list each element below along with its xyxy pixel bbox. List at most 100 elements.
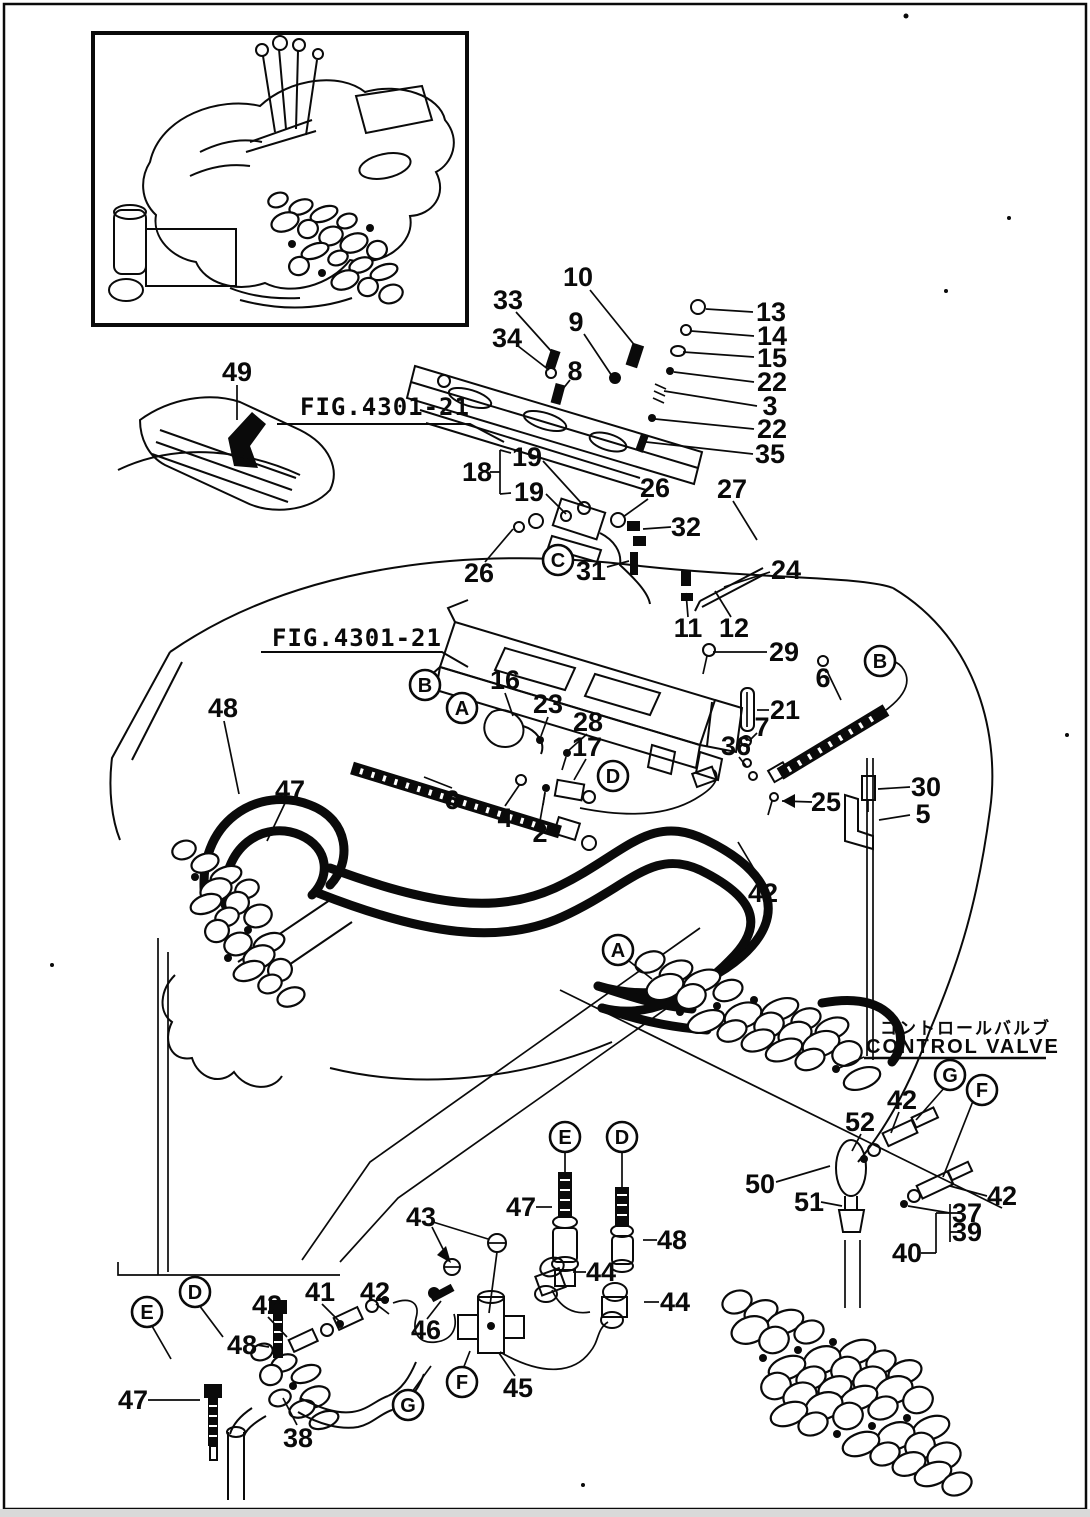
letter-callout-label: G: [400, 1395, 416, 1417]
mid-bolt-assemblies: [499, 1152, 634, 1371]
letter-callout: B: [863, 644, 897, 678]
part-number-label: 10: [563, 262, 593, 292]
figure-reference-2: FIG.4301-21: [261, 624, 469, 668]
part-number-label: 28: [573, 707, 603, 737]
arrow-49: [117, 385, 335, 511]
letter-callout: D: [596, 759, 630, 793]
inset-lever-cluster: [267, 191, 404, 305]
part-number-label: 18: [462, 457, 492, 487]
lever-cable-assembly-right: [681, 567, 908, 784]
part-number-label: 40: [892, 1238, 922, 1268]
letter-callout: G: [391, 1388, 425, 1422]
part-number-label: 44: [586, 1257, 616, 1287]
part-number-label: 42: [360, 1277, 390, 1307]
letter-callout: D: [605, 1120, 639, 1154]
part-number-label: 13: [756, 297, 786, 327]
part-number-label: 25: [811, 787, 841, 817]
part-number-label: 38: [283, 1423, 313, 1453]
part-number-label: 21: [770, 695, 800, 725]
letter-callout-label: G: [942, 1065, 958, 1087]
part-number-label: 30: [911, 772, 941, 802]
part-number-label: 6: [444, 785, 459, 815]
pilot-fittings-right: [835, 1106, 974, 1308]
part-number-label: 22: [757, 367, 787, 397]
letter-callout: F: [445, 1365, 479, 1399]
part-number-label: 3: [762, 391, 777, 421]
letter-callout-label: F: [456, 1372, 468, 1394]
letter-callout-label: E: [140, 1302, 153, 1324]
part-number-label: 48: [227, 1330, 257, 1360]
part-number-label: 41: [305, 1277, 335, 1307]
part-number-label: 49: [222, 357, 252, 387]
part-number-label: 52: [845, 1107, 875, 1137]
part-number-label: 19: [514, 477, 544, 507]
part-number-label: 31: [576, 556, 606, 586]
part-number-label: 26: [464, 558, 494, 588]
part-number-label: 14: [757, 321, 787, 351]
part-number-label: 8: [567, 356, 582, 386]
part-number-label: 37: [952, 1198, 982, 1228]
part-number-label: 42: [987, 1181, 1017, 1211]
part-number-label: 5: [915, 799, 930, 829]
figure-ref-label: FIG.4301-21: [300, 393, 470, 421]
part-number-label: 32: [671, 512, 701, 542]
deck-outline: [109, 557, 1003, 1276]
letter-callout-label: B: [418, 675, 432, 697]
part-number-label: 19: [512, 442, 542, 472]
part-number-label: 22: [757, 414, 787, 444]
hose-connector-block: [171, 839, 306, 1008]
letter-callout: E: [130, 1295, 164, 1329]
part-number-label: 2: [532, 818, 547, 848]
part-number-label: 42: [748, 878, 778, 908]
tee-fitting-group: [428, 1233, 525, 1354]
part-number-label: 47: [275, 775, 305, 805]
lever-cable-assembly-left: [350, 708, 719, 851]
part-number-label: 50: [745, 1169, 775, 1199]
part-number-label: 26: [640, 473, 670, 503]
part-number-label: 12: [719, 613, 749, 643]
bottom-left-assembly: [204, 1296, 456, 1500]
part-number-label: 33: [493, 285, 523, 315]
part-number-label: 36: [721, 731, 751, 761]
part-number-label: 23: [533, 689, 563, 719]
scan-dots: [50, 13, 1069, 1487]
letter-callout-label: D: [606, 766, 620, 788]
part-number-label: 16: [490, 665, 520, 695]
control-valve-top: [634, 950, 882, 1092]
leader-lines: [148, 289, 988, 1426]
part-number-label: 35: [755, 439, 785, 469]
part-number-label: 46: [411, 1315, 441, 1345]
part-number-label: 27: [717, 474, 747, 504]
part-number-label: 24: [771, 555, 801, 585]
part-number-label: 6: [815, 663, 830, 693]
letter-callout: E: [548, 1120, 582, 1154]
letter-callout: F: [965, 1073, 999, 1107]
part-number-label: 51: [794, 1187, 824, 1217]
letter-callout-label: C: [551, 550, 565, 572]
leader-arrowheads: [437, 794, 795, 1263]
part-number-label: 47: [506, 1192, 536, 1222]
letter-callout: D: [178, 1275, 212, 1309]
part-number-label: 11: [674, 613, 703, 643]
letter-callout: G: [933, 1058, 967, 1092]
control-valve-block: [721, 1289, 973, 1497]
letter-callout: B: [408, 668, 442, 702]
part-number-label: 15: [757, 343, 787, 373]
letter-callout: A: [445, 691, 479, 725]
caption-japanese: コントロールバルブ: [880, 1018, 1051, 1039]
part-number-label: 47: [118, 1385, 148, 1415]
figure-reference-1: FIG.4301-21: [277, 393, 505, 443]
control-valve-caption: コントロールバルブ CONTROL VALVE: [864, 1018, 1058, 1060]
part-number-label: 45: [503, 1373, 533, 1403]
letter-callout-label: D: [615, 1127, 629, 1149]
part-number-label: 42: [252, 1290, 282, 1320]
letter-callout-label: B: [873, 651, 887, 673]
linkage-bracket-cluster: [513, 497, 651, 605]
part-number-label: 42: [887, 1085, 917, 1115]
letter-callout-label: E: [558, 1127, 571, 1149]
part-number-label: 17: [572, 732, 602, 762]
part-number-label: 48: [208, 693, 238, 723]
